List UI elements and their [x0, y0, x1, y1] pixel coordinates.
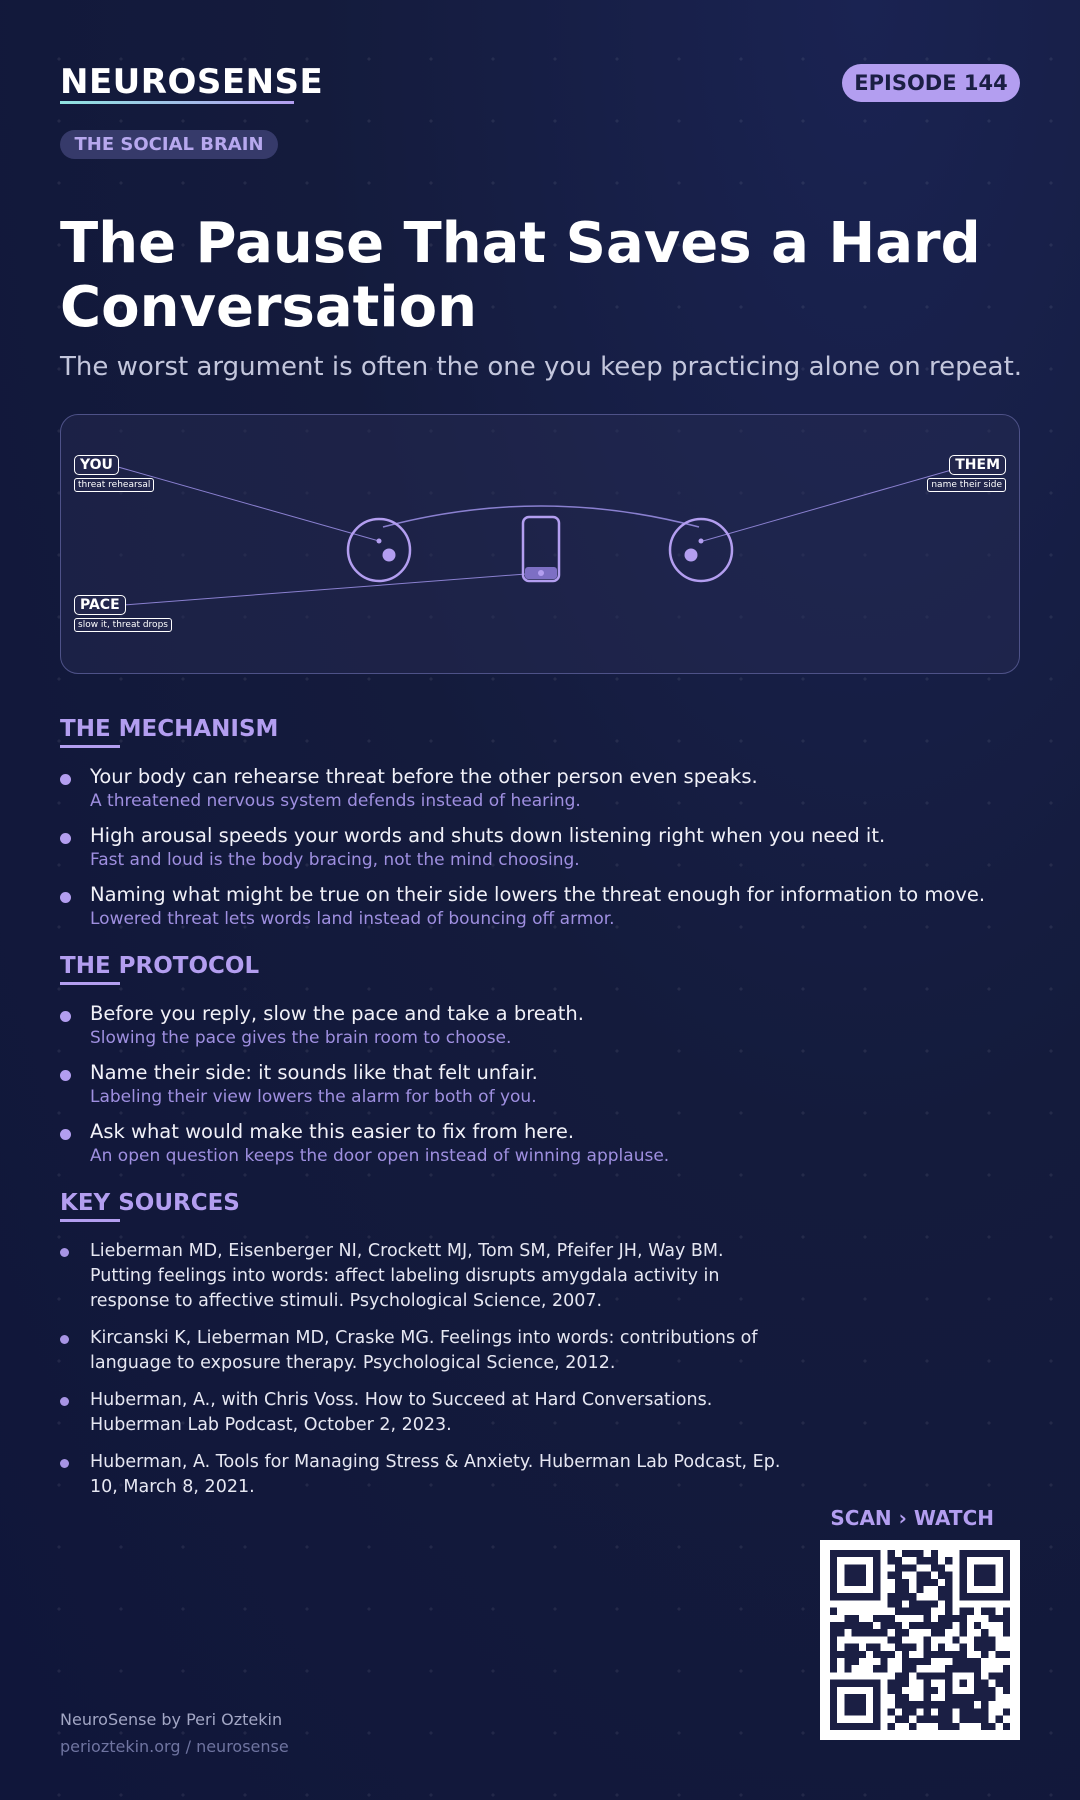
- episode-badge: EPISODE 144: [842, 64, 1020, 102]
- bullet-icon: [60, 1335, 69, 1344]
- conversation-diagram: YOU threat rehearsal THEM name their sid…: [60, 414, 1020, 674]
- protocol-heading-underline: [60, 982, 120, 985]
- source-item-2: Kircanski K, Lieberman MD, Craske MG. Fe…: [90, 1328, 758, 1373]
- source-item-3: Huberman, A., with Chris Voss. How to Su…: [90, 1390, 713, 1435]
- category-badge: THE SOCIAL BRAIN: [60, 130, 278, 159]
- bullet-icon: [60, 1459, 69, 1468]
- mechanism-item-2-note: Fast and loud is the body bracing, not t…: [90, 850, 580, 870]
- qr-code-image: [830, 1550, 1010, 1730]
- pace-label: PACE: [74, 595, 126, 615]
- protocol-item-1-note: Slowing the pace gives the brain room to…: [90, 1028, 512, 1048]
- bullet-icon: [60, 1070, 71, 1081]
- you-leader-line: [110, 464, 380, 542]
- bullet-icon: [60, 1248, 69, 1257]
- protocol-heading: THE PROTOCOL: [60, 953, 260, 979]
- scan-watch-label: SCAN › WATCH: [830, 1506, 994, 1530]
- pace-leader-line: [122, 572, 540, 606]
- you-label: YOU: [74, 455, 119, 475]
- brand-underline: [60, 101, 294, 104]
- brand-logo: NEUROSENSE: [60, 62, 324, 102]
- sources-heading: KEY SOURCES: [60, 1190, 240, 1216]
- qr-code[interactable]: [820, 1540, 1020, 1740]
- mechanism-heading: THE MECHANISM: [60, 716, 279, 742]
- poster: NEUROSENSE EPISODE 144 THE SOCIAL BRAIN …: [60, 0, 1023, 1800]
- mechanism-item-1-note: A threatened nervous system defends inst…: [90, 791, 581, 811]
- you-sublabel: threat rehearsal: [74, 478, 155, 492]
- bullet-icon: [60, 1397, 69, 1406]
- protocol-item-3: Ask what would make this easier to fix f…: [90, 1120, 575, 1143]
- bullet-icon: [60, 1129, 71, 1140]
- footer-url[interactable]: perioztekin.org / neurosense: [60, 1737, 289, 1756]
- phone-icon: [521, 515, 561, 583]
- protocol-item-2-note: Labeling their view lowers the alarm for…: [90, 1087, 537, 1107]
- page-title: The Pause That Saves a Hard Conversation: [60, 211, 981, 340]
- sources-heading-underline: [60, 1219, 120, 1222]
- them-label: THEM: [949, 455, 1006, 475]
- diagram-drawing: [110, 464, 970, 606]
- bullet-icon: [60, 833, 71, 844]
- mechanism-item-3-note: Lowered threat lets words land instead o…: [90, 909, 615, 929]
- bullet-icon: [60, 774, 71, 785]
- them-head-icon: [668, 517, 734, 583]
- them-leader-line: [702, 464, 970, 542]
- mechanism-heading-underline: [60, 745, 120, 748]
- page-subtitle: The worst argument is often the one you …: [60, 352, 1023, 382]
- mechanism-item-3: Naming what might be true on their side …: [90, 883, 986, 906]
- bullet-icon: [60, 892, 71, 903]
- protocol-item-3-note: An open question keeps the door open ins…: [90, 1146, 670, 1166]
- protocol-item-1: Before you reply, slow the pace and take…: [90, 1002, 584, 1025]
- pace-sublabel: slow it, threat drops: [74, 618, 172, 632]
- mechanism-item-1: Your body can rehearse threat before the…: [90, 765, 758, 788]
- them-sublabel: name their side: [927, 478, 1006, 492]
- source-item-4: Huberman, A. Tools for Managing Stress &…: [90, 1452, 781, 1497]
- source-item-1: Lieberman MD, Eisenberger NI, Crockett M…: [90, 1241, 724, 1311]
- bullet-icon: [60, 1011, 71, 1022]
- footer-credit: NeuroSense by Peri Oztekin: [60, 1710, 283, 1729]
- mechanism-item-2: High arousal speeds your words and shuts…: [90, 824, 886, 847]
- protocol-item-2: Name their side: it sounds like that fel…: [90, 1061, 538, 1084]
- you-head-icon: [346, 517, 412, 583]
- connection-arc: [382, 505, 700, 528]
